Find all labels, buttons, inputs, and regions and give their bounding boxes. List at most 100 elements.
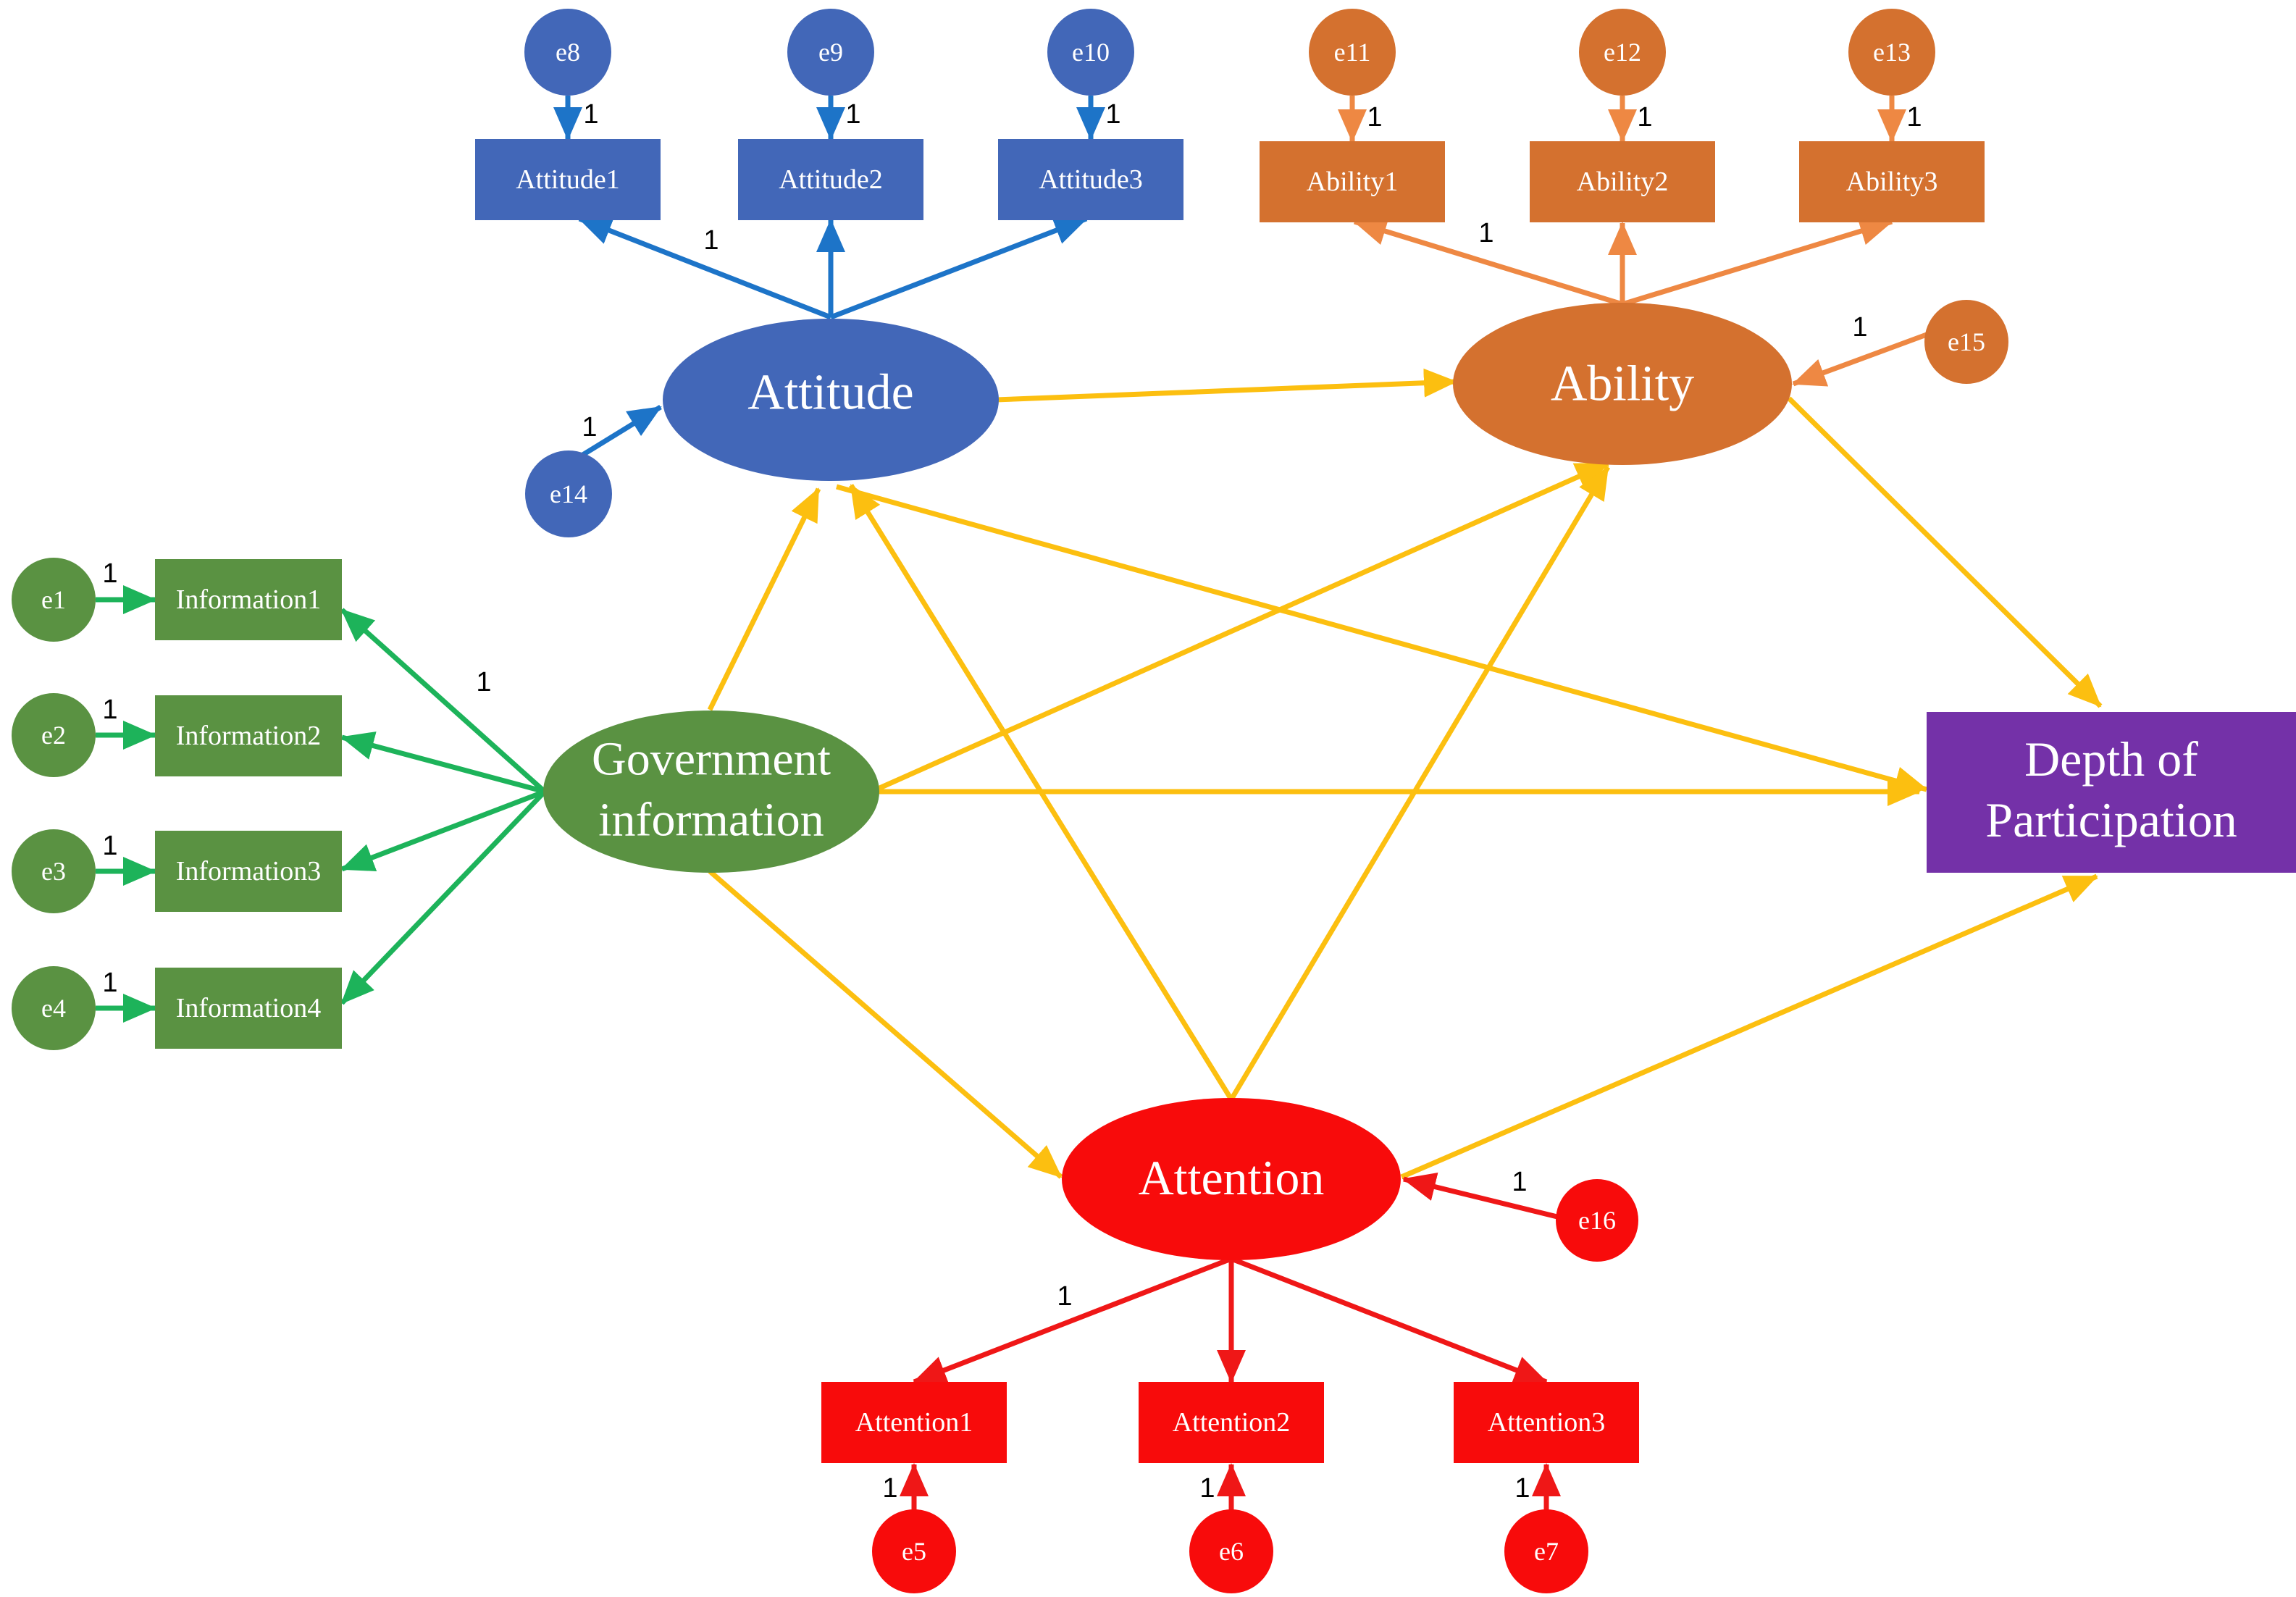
weight-label: 1 (1478, 218, 1493, 248)
indicator-attitude2 (738, 139, 923, 220)
latent-attitude-label: Attitude (747, 365, 913, 421)
error-e16 (1556, 1179, 1638, 1262)
path-attention-to-ability (1228, 466, 1611, 1101)
error-e5-label: e5 (902, 1537, 926, 1566)
indicator-ability3-label: Ability3 (1846, 167, 1938, 197)
path-attitude-to-ability (995, 368, 1457, 403)
indicator-attention3 (1454, 1382, 1639, 1463)
latent-attention (1062, 1098, 1401, 1260)
error-e15-label: e15 (1948, 327, 1985, 356)
error-e9-label: e9 (818, 38, 843, 67)
weight-label: 1 (1199, 1473, 1215, 1504)
path-attention-to-attitude (849, 484, 1233, 1101)
error-e13 (1848, 9, 1935, 96)
indicator-information3 (155, 831, 342, 912)
path-attitude-to-participation (836, 484, 1928, 795)
weight-label: 1 (102, 968, 117, 998)
outcome-label-line1: Depth of (2024, 732, 2198, 787)
indicator-attitude2-label: Attitude2 (779, 164, 883, 195)
latent-government-information (543, 711, 879, 873)
weight-label: 1 (102, 831, 117, 861)
latent-ability-label: Ability (1551, 356, 1694, 412)
government-information-measurement: Government information Information1 Info… (12, 558, 879, 1050)
error-e1-label: e1 (41, 585, 66, 614)
error-e16-label: e16 (1578, 1206, 1616, 1235)
indicator-attitude3-label: Attitude3 (1039, 164, 1143, 195)
outcome-label-line2: Participation (1985, 792, 2237, 847)
error-e13-label: e13 (1873, 38, 1911, 67)
error-e7 (1504, 1509, 1588, 1593)
error-e10-label: e10 (1072, 38, 1110, 67)
error-e12-label: e12 (1604, 38, 1641, 67)
attitude-measurement: Attitude Attitude1 Attitude2 Attitude3 e… (475, 9, 1183, 537)
indicator-information3-label: Information3 (176, 856, 322, 886)
outcome-box (1927, 712, 2296, 873)
indicator-ability3 (1799, 141, 1985, 222)
error-e2-label: e2 (41, 721, 66, 750)
indicator-information4 (155, 968, 342, 1049)
path-attention-to-participation (1400, 873, 2098, 1180)
path-government-to-attention (708, 869, 1063, 1179)
error-e12 (1579, 9, 1666, 96)
error-e10 (1047, 9, 1134, 96)
weight-label: 1 (1514, 1473, 1530, 1504)
latent-government-information-label-line2: information (598, 794, 824, 847)
ability-measurement: Ability Ability1 Ability2 Ability3 e11 e… (1260, 9, 2008, 465)
indicator-information4-label: Information4 (176, 993, 322, 1023)
weight-label: 1 (703, 225, 718, 256)
weight-label: 1 (1637, 102, 1652, 133)
error-e14-label: e14 (550, 479, 587, 508)
error-e15 (1924, 300, 2008, 384)
indicator-information1-label: Information1 (176, 584, 322, 615)
error-e4 (12, 966, 96, 1050)
indicator-ability2-label: Ability2 (1577, 167, 1669, 197)
outcome-depth-of-participation: Depth of Participation (1927, 712, 2296, 873)
path-government-to-ability (875, 461, 1609, 792)
weight-label: 1 (882, 1473, 897, 1504)
error-e8-label: e8 (556, 38, 580, 67)
error-e7-label: e7 (1534, 1537, 1559, 1566)
indicator-attention1 (821, 1382, 1007, 1463)
latent-attention-label: Attention (1139, 1150, 1325, 1205)
weight-label: 1 (1512, 1167, 1527, 1197)
indicator-attitude1-label: Attitude1 (516, 164, 620, 195)
weight-label: 1 (1852, 312, 1867, 343)
error-e4-label: e4 (41, 994, 66, 1023)
weight-label: 1 (1906, 102, 1922, 133)
error-e2 (12, 693, 96, 777)
weight-label: 1 (102, 558, 117, 589)
indicator-attention2-label: Attention2 (1173, 1407, 1291, 1438)
weight-label: 1 (1105, 99, 1120, 130)
attention-measurement: Attention Attention1 Attention2 Attentio… (821, 1098, 1639, 1593)
indicator-information1 (155, 559, 342, 640)
latent-government-information-label-line1: Government (592, 733, 831, 786)
error-e3 (12, 829, 96, 913)
indicator-attitude1 (475, 139, 661, 220)
weight-label: 1 (1057, 1281, 1072, 1312)
indicator-ability1 (1260, 141, 1445, 222)
path-government-to-attitude (707, 487, 821, 711)
error-e11-label: e11 (1334, 38, 1371, 67)
weight-label: 1 (845, 99, 860, 130)
indicator-attention1-label: Attention1 (855, 1407, 973, 1438)
weight-label: 1 (102, 695, 117, 725)
latent-ability (1453, 303, 1792, 465)
indicator-attitude3 (998, 139, 1183, 220)
indicator-ability2 (1530, 141, 1715, 222)
error-e6-label: e6 (1219, 1537, 1244, 1566)
error-e11 (1309, 9, 1396, 96)
weight-label: 1 (582, 412, 597, 443)
error-e3-label: e3 (41, 857, 66, 886)
error-e8 (524, 9, 611, 96)
indicator-attention2 (1139, 1382, 1324, 1463)
structural-paths (707, 368, 2103, 1180)
error-e6 (1189, 1509, 1273, 1593)
error-e14 (525, 450, 612, 537)
indicator-ability1-label: Ability1 (1307, 167, 1399, 197)
weight-label: 1 (583, 99, 598, 130)
indicator-information2-label: Information2 (176, 721, 322, 751)
error-e5 (872, 1509, 956, 1593)
indicator-attention3-label: Attention3 (1488, 1407, 1606, 1438)
weight-label: 1 (476, 667, 491, 697)
